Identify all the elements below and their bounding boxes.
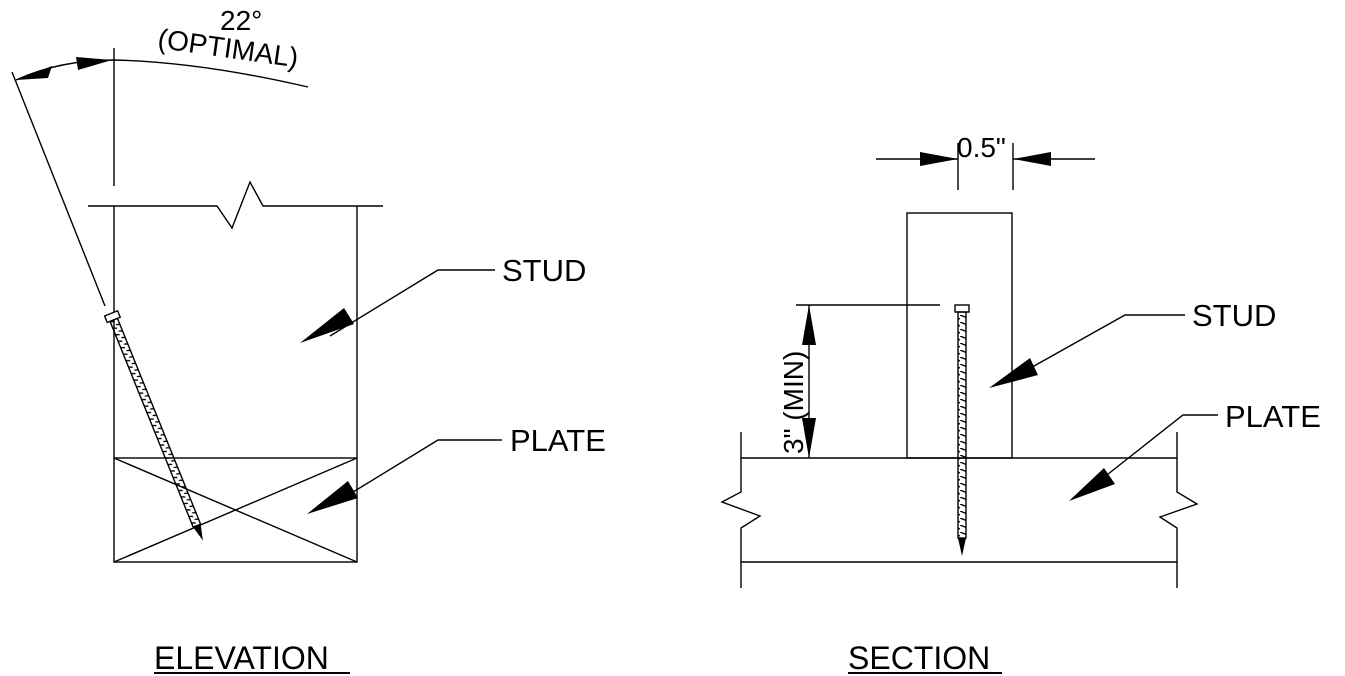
section-title-text: SECTION [848,640,990,676]
section-plate-label: PLATE [1225,399,1321,434]
elevation-title: ELEVATION [154,640,350,676]
section-screw [954,304,970,556]
section-view: 0.5" 3" (MIN) STUD PLATE SECTION [720,132,1321,676]
elevation-plate [113,457,358,563]
section-stud-label: STUD [1192,298,1276,333]
width-dimension: 0.5" [876,132,1095,190]
elevation-stud-leader: STUD [300,253,586,343]
angle-label: 22° [220,5,262,36]
elevation-plate-label: PLATE [510,423,606,458]
elevation-title-text: ELEVATION [154,640,329,676]
angle-dimension: 22° (OPTIMAL) [11,5,309,307]
section-title: SECTION [848,640,1002,676]
section-plate-leader: PLATE [1069,399,1321,501]
section-plate [720,432,1199,588]
section-stud-leader: STUD [989,298,1276,388]
width-label: 0.5" [957,132,1006,163]
depth-label: 3" (MIN) [778,351,809,454]
elevation-stud-label: STUD [502,253,586,288]
elevation-plate-leader: PLATE [307,423,606,514]
depth-dimension: 3" (MIN) [778,304,940,458]
elevation-screw [103,309,203,541]
elevation-view: 22° (OPTIMAL) STUD PLATE ELEVATION [11,5,606,676]
